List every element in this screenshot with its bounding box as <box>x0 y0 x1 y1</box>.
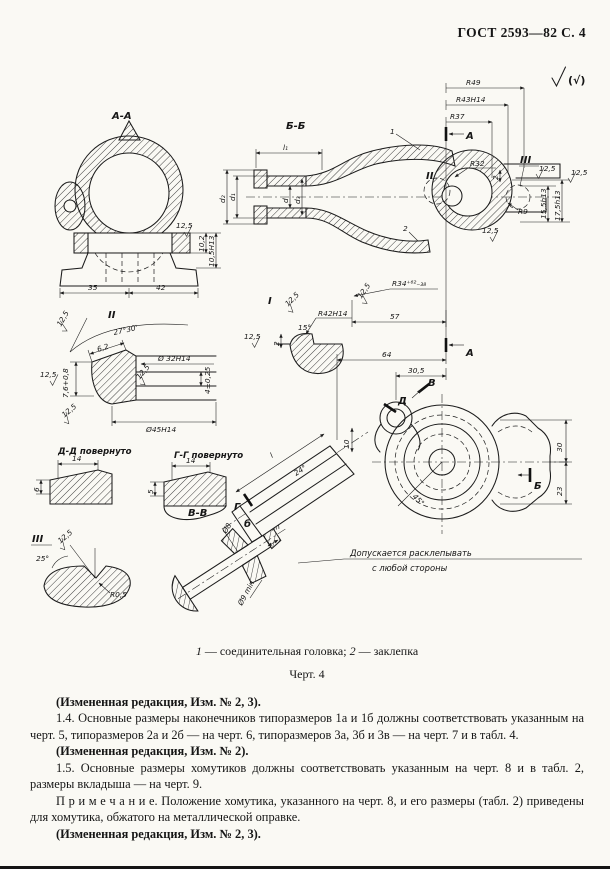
detail-i: I R42Н14 15° 2 12,5 12,5 <box>244 290 352 375</box>
dim-label: R43Н14 <box>456 95 486 104</box>
detail-title: II <box>108 310 116 321</box>
surface-finish-label: (√) <box>568 74 585 87</box>
detail-ref-III: III <box>520 155 531 166</box>
dim-label: 14 <box>186 456 196 465</box>
paragraph: 1.4. Основные размеры наконечников типор… <box>30 711 584 742</box>
dim-label: 27°30' <box>113 323 139 337</box>
drawing-note-line2: с любой стороны <box>372 563 448 573</box>
dim-label: l₁ <box>283 143 288 152</box>
roughness-label: 12,5 <box>283 290 301 308</box>
view-v-v: В-В Ø8 1 min Ø9 min Допускается расклепы… <box>171 507 582 612</box>
section-label-b-small: б <box>244 518 251 530</box>
roughness-label: 12,5 <box>40 370 57 379</box>
dim-label: R32 <box>470 159 485 168</box>
section-label-v: В <box>428 378 436 389</box>
dim-label: 15° <box>298 323 311 332</box>
dim-label: d₃ <box>293 196 302 204</box>
dim-label: 57 <box>390 312 400 321</box>
drawing-note-line1: Допускается расклепывать <box>349 548 472 558</box>
roughness-label: 12,5 <box>55 309 71 328</box>
roughness-label: 12,5 <box>482 226 499 235</box>
dim-label: 17,5h13 <box>553 190 562 221</box>
dim-label: 25° <box>36 554 49 563</box>
figure-number: Черт. 4 <box>289 666 325 681</box>
paragraph: П р и м е ч а н и е. Положение хомутика,… <box>30 793 584 825</box>
view-b-b: Б-Б l₁ d₂ d₁ d d₃ 1 2 II <box>218 78 588 359</box>
view-title: Д-Д повернуто <box>57 447 132 457</box>
paragraph: (Измененная редакция, Изм. № 2, 3). <box>56 826 261 841</box>
view-title: А-А <box>111 111 132 122</box>
detail-iii: III 12,5 25° R0,5 <box>31 528 131 608</box>
dim-label: R42Н14 <box>318 309 348 318</box>
caption-ref-1: 1 <box>195 644 202 658</box>
section-label-d: Д <box>397 396 407 407</box>
roughness-label: 12,5 <box>244 332 261 341</box>
dim-label: Ø 32Н14 <box>157 354 191 363</box>
dim-label: 2 <box>272 341 281 346</box>
roughness-label: 12,5 <box>56 528 75 546</box>
view-title: В-В <box>188 508 207 519</box>
dim-label: 30 <box>555 442 564 452</box>
callout-1: 1 <box>390 127 395 136</box>
roughness-label: 12,5 <box>539 164 556 173</box>
dim-label: d₂ <box>218 195 227 203</box>
dim-label: 15,5h13 <box>539 188 548 219</box>
detail-title: III <box>32 534 43 545</box>
figure-drawing: (√) А-А 35 42 10,2 10,5Н13 12,5 Б-Б <box>31 66 588 612</box>
roughness-label: 12,5 <box>571 168 588 177</box>
dim-label: 6,2 <box>96 342 110 354</box>
dim-label: R49 <box>466 78 481 87</box>
callout-2: 2 <box>403 224 408 233</box>
figure-caption: 1 — соединительная головка; 2 — заклепка <box>30 644 584 660</box>
dim-label: R0,5 <box>110 590 127 599</box>
dim-label: 14 <box>72 454 82 463</box>
dim-label: R37 <box>450 112 465 121</box>
dim-label: 64 <box>382 350 392 359</box>
detail-title: I <box>268 296 272 307</box>
detail-ref-II: II <box>426 171 434 182</box>
dim-label: R9 <box>518 207 528 216</box>
dim-label: 42 <box>156 283 166 292</box>
dim-label: 35 <box>88 283 98 292</box>
dim-label: 2 <box>491 175 500 180</box>
dim-label: 10 <box>342 439 351 449</box>
paragraph: (Измененная редакция, Изм. № 2, 3). <box>56 694 261 709</box>
dim-label: 10,5Н13 <box>207 235 216 267</box>
page-edge-line <box>0 866 610 869</box>
dim-label: 5 <box>146 489 155 494</box>
dim-label: R34⁺⁶²₋₃₈ <box>392 279 426 288</box>
dim-label: d <box>281 198 290 203</box>
dim-label: 30,5 <box>408 366 425 375</box>
view-g-g: Г-Г повернуто 14 5 <box>146 451 243 521</box>
dim-label: 7,6+0,8 <box>61 368 70 398</box>
detail-ii: II 27°30' 12,5 6,2 Ø 32Н14 12,5 4±0,25 7… <box>40 309 217 434</box>
caption-text-1: — соединительная головка; <box>201 644 350 658</box>
section-label-a: А <box>465 131 474 142</box>
caption-text-2: — заклепка <box>355 644 419 658</box>
paragraph: 1.5. Основные размеры хомутиков должны с… <box>30 760 584 792</box>
dim-label: 23 <box>555 486 564 496</box>
page-title: ГОСТ 2593—82 С. 4 <box>457 25 586 40</box>
dim-label: 10,2 <box>197 235 206 252</box>
dim-label: d₁ <box>228 193 237 201</box>
caption-ref-2: 2 <box>349 644 356 658</box>
view-d-d: Д-Д повернуто 14 6 <box>32 447 132 505</box>
section-label-b: Б <box>534 481 542 492</box>
section-label-a: А <box>465 348 474 359</box>
roughness-label: 12,5 <box>60 402 79 420</box>
roughness-label: 12,5 <box>176 221 193 230</box>
text-block: 1 — соединительная головка; 2 — заклепка… <box>30 644 584 842</box>
view-main-bottom: 64 30,5 В 30 23 45° Б Г Д l 10 24° <box>223 350 572 543</box>
dim-label: Ø45Н14 <box>145 425 176 434</box>
roughness-label: 12,5 <box>356 281 373 300</box>
section-label-g: Г <box>234 502 241 513</box>
dim-label: l <box>268 450 275 459</box>
surface-finish-mark: (√) <box>551 66 585 88</box>
view-title: Б-Б <box>286 121 306 132</box>
view-title: Г-Г повернуто <box>174 451 243 461</box>
dim-label: 4±0,25 <box>203 366 212 394</box>
paragraph: (Измененная редакция, Изм. № 2). <box>56 744 249 759</box>
view-a-a: А-А 35 42 10,2 10,5Н13 12,5 <box>54 111 221 298</box>
dim-label: 6 <box>32 487 41 492</box>
